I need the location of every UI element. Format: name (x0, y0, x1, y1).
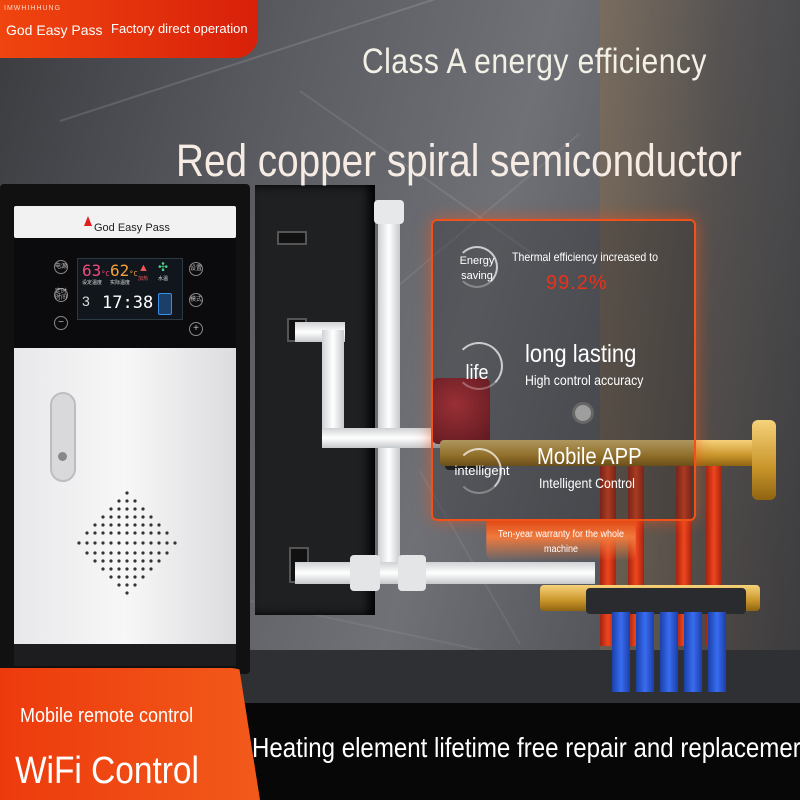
life-label: life (465, 362, 489, 384)
settings-button[interactable]: 设置 (189, 262, 203, 276)
clock-display: 17:38 (102, 293, 154, 313)
headline-energy-efficiency: Class A energy efficiency (362, 42, 707, 81)
banner-watermark: IMWHIHHUNG (4, 5, 62, 12)
set-temperature: 63°C (82, 261, 110, 280)
power-button[interactable]: 电源 (54, 260, 68, 274)
mobile-remote-control-text: Mobile remote control (20, 705, 194, 727)
life-ring-icon (455, 342, 503, 390)
heater-base (14, 644, 236, 666)
energy-saving-label: Energy saving (459, 255, 495, 282)
brand-name: God Easy Pass (6, 22, 103, 38)
blue-pipe (708, 612, 726, 692)
heater-brand: God Easy Pass (94, 222, 170, 234)
wall-niche (255, 185, 375, 615)
thermal-efficiency-text: Thermal efficiency increased to (512, 250, 658, 264)
heating-flame-icon: ▲ (138, 262, 149, 274)
vent-grille (77, 491, 177, 595)
lock-icon (58, 452, 67, 461)
water-label: 水温 (158, 276, 169, 282)
actual-temp-label: 实际温度 (110, 280, 131, 286)
blue-pipe (612, 612, 630, 692)
heater-top-cap (14, 206, 236, 238)
fan-icon: ✣ (158, 260, 169, 274)
timer-button[interactable]: 定时 时间 (54, 288, 68, 302)
plus-button[interactable]: + (189, 322, 203, 336)
heating-element-warranty-text: Heating element lifetime free repair and… (252, 732, 800, 763)
efficiency-value: 99.2% (546, 272, 608, 294)
energy-saving-ring-icon (456, 246, 498, 288)
wifi-control-title: WiFi Control (15, 750, 199, 792)
control-accuracy-text: High control accuracy (525, 372, 644, 388)
heat-label: 加热 (138, 276, 149, 282)
intelligent-label: intelligent (454, 463, 510, 478)
door-handle[interactable] (50, 392, 76, 482)
intelligent-control-text: Intelligent Control (539, 475, 635, 491)
vertical-pipe (378, 200, 400, 580)
long-lasting-title: long lasting (525, 340, 637, 368)
headline-semiconductor: Red copper spiral semiconductor (176, 135, 742, 186)
pipe-riser (322, 330, 344, 440)
tagline: Factory direct operation (111, 21, 248, 36)
brass-vent (752, 420, 776, 500)
actual-temperature: 62°C (110, 261, 138, 280)
minus-button[interactable]: − (54, 316, 68, 330)
pipe-fitting (374, 200, 404, 224)
pipe-fitting (350, 555, 380, 591)
level-value: 3 (82, 293, 90, 309)
mobile-app-title: Mobile APP (537, 443, 642, 469)
set-temp-label: 设定温度 (82, 280, 103, 286)
blue-pipe (660, 612, 678, 692)
flame-logo-icon (84, 216, 92, 226)
top-brand-banner: IMWHIHHUNG God Easy Pass Factory direct … (0, 0, 258, 58)
lcd-display: 63°C 62°C 设定温度 实际温度 ▲ ✣ 加热 水温 3 17:38 (77, 258, 183, 320)
blue-pipe (684, 612, 702, 692)
pressure-gauge (572, 402, 594, 424)
pipe-fitting (398, 555, 426, 591)
pipe-branch (322, 428, 442, 448)
bottom-black-banner (230, 703, 800, 800)
bottom-red-banner (0, 668, 260, 800)
mode-button[interactable]: 模式 (189, 293, 203, 307)
blue-pipe (636, 612, 654, 692)
intelligent-ring-icon (456, 448, 502, 494)
wifi-status-icon (158, 293, 172, 315)
manifold-clamp (586, 588, 746, 614)
warranty-tab: Ten-year warranty for the whole machine (486, 521, 636, 561)
pipe-lower (295, 562, 595, 584)
